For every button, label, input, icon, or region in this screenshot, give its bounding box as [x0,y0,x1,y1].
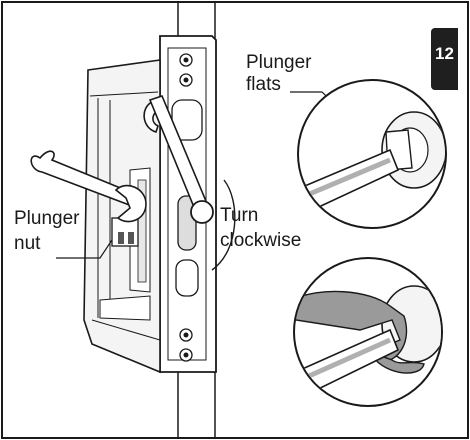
label-clockwise: clockwise [220,230,302,251]
step-number-badge [431,28,458,90]
label-plunger-nut-line1: Plunger [14,208,80,229]
label-turn: Turn [220,205,259,226]
label-plunger-nut-line2: nut [14,233,41,254]
detail-circle-plunger-flats [297,79,447,229]
step-number-text: 12 [435,44,454,63]
upper-wrench [143,95,214,224]
plunger-nut-part [111,217,139,247]
label-plunger-flats-line1: Plunger [246,52,312,73]
label-plunger-flats-line2: flats [246,74,281,95]
lower-wrench [30,150,147,223]
lock-faceplate [159,35,217,373]
detail-circle-wrench [293,257,443,407]
leader-plunger-nut [56,239,113,259]
rotation-arrow-arc [211,179,236,271]
